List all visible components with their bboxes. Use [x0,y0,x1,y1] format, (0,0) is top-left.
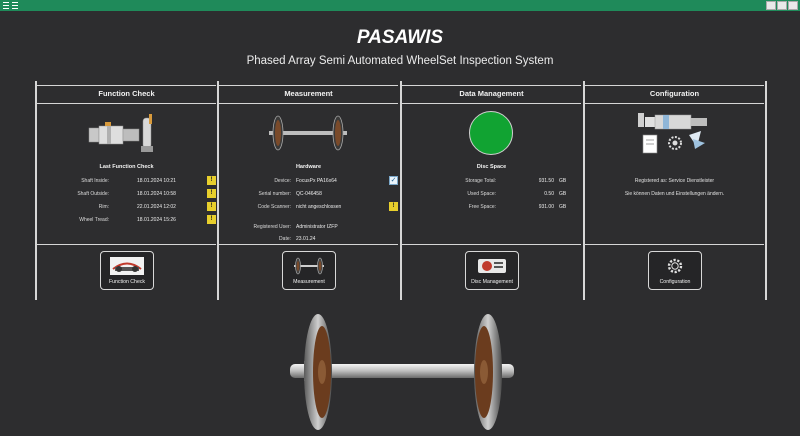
function-check-button[interactable]: Function Check [100,251,154,290]
device-value: FocusPx PA16x64 [296,178,337,184]
code-scanner-value: nicht angeschlossen [296,204,342,210]
panel-title: Data Management [459,89,524,98]
used-space-value: 0.50 [544,191,554,197]
wheel-tread-label: Wheel Tread: [79,217,109,223]
registered-user-label: Registered User: [253,224,291,230]
hardware-title: Hardware [295,164,322,170]
serial-number-label: Serial number: [258,191,291,197]
data-management-panel: Data Management Disc Space Storage Total… [402,81,581,300]
wheelset-small-icon [294,257,324,275]
function-check-icon [110,257,144,275]
used-space-unit: GB [559,191,567,197]
wheelset-icon [269,115,347,151]
configuration-panel: Configuration Registered as: Service Die… [585,81,764,300]
storage-total-label: Storage Total: [465,178,496,184]
serial-number-value: QC-046458 [296,191,322,197]
function-check-button-label: Function Check [108,279,146,285]
registered-user-value: Administrator IZFP [296,224,338,230]
measurement-button-label: Measurement [293,279,325,285]
date-value: 23.01.24 [296,236,316,242]
panel-divider [400,81,402,300]
free-space-unit: GB [559,204,567,210]
list-menu-icon[interactable] [3,1,21,10]
panel-divider [217,81,219,300]
close-button[interactable] [788,1,798,10]
window-titlebar [0,0,800,11]
shaft-outside-label: Shaft Outside: [77,191,109,197]
free-space-value: 931.00 [538,204,554,210]
registered-as-text: Registered as: Service Dienstleister [634,178,715,184]
panel-divider [35,81,37,300]
measurement-button[interactable]: Measurement [282,251,336,290]
app-subtitle: Phased Array Semi Automated WheelSet Ins… [246,55,554,67]
date-label: Date: [279,236,291,242]
code-scanner-label: Code Scanner: [257,204,291,210]
minimize-button[interactable] [766,1,776,10]
rim-label: Rim: [98,204,109,210]
panel-title: Configuration [649,89,700,98]
function-check-panel: Function Check Last Function Check Shaft… [37,81,216,300]
gear-icon [667,258,683,274]
device-label: Device: [274,178,291,184]
shaft-inside-label: Shaft Inside: [81,178,109,184]
measurement-panel: Measurement Hardware Device: FocusPx PA1… [219,81,398,300]
disc-management-button-label: Disc Management [471,279,513,285]
storage-total-unit: GB [559,178,567,184]
warning-icon[interactable]: ! [207,202,216,211]
disc-pie-icon [469,111,513,155]
warning-icon[interactable]: ! [207,176,216,185]
last-function-check-title: Last Function Check [99,164,154,170]
configuration-button-label: Configuration [659,279,691,285]
hamburger-menu-icon[interactable] [3,1,21,10]
panel-divider [583,81,585,300]
storage-total-value: 931.50 [538,178,554,184]
disc-management-icon [478,259,506,273]
maximize-button[interactable] [777,1,787,10]
panel-divider [765,81,767,300]
device-checkbox[interactable]: ✓ [389,176,398,185]
configuration-button[interactable]: Configuration [648,251,702,290]
shaft-outside-value: 18.01.2024 10:58 [137,191,176,197]
used-space-label: Used Space: [467,191,496,197]
shaft-inside-value: 18.01.2024 10:21 [137,178,176,184]
panel-title: Function Check [98,89,155,98]
app-title: PASAWIS [356,27,444,48]
free-space-label: Free Space: [468,204,496,210]
wheel-tread-value: 18.01.2024 15:26 [137,217,176,223]
panel-title: Measurement [284,89,333,98]
config-tools-icon [638,113,707,154]
warning-icon[interactable]: ! [389,202,398,211]
configuration-note: Sie können Daten und Einstellungen änder… [624,191,725,197]
disc-management-button[interactable]: Disc Management [465,251,519,290]
probe-icon [88,114,153,152]
wheelset-illustration [290,314,514,430]
rim-value: 22.01.2024 12:02 [137,204,176,210]
disc-space-title: Disc Space [476,164,507,170]
warning-icon[interactable]: ! [207,189,216,198]
warning-icon[interactable]: ! [207,215,216,224]
